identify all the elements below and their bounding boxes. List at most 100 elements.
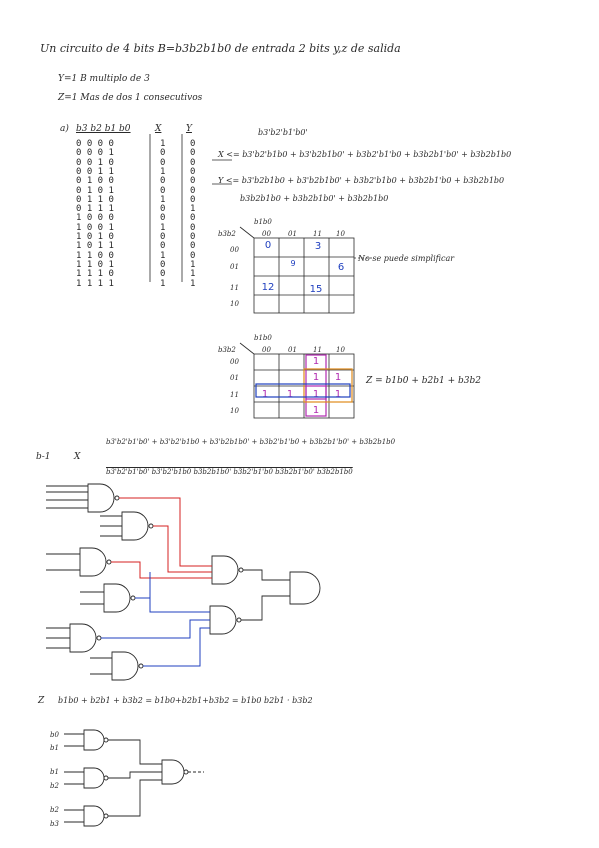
circuit-z-input: b0: [50, 731, 59, 739]
kmap1-cell-6: 6: [337, 262, 345, 273]
circuit-x-gates: [46, 483, 321, 681]
z-definition: Z=1 Mas de dos 1 consecutivos: [58, 93, 203, 103]
circuit-z-input: b3: [50, 820, 59, 828]
kmap1-col-01: 01: [288, 230, 297, 238]
kmap2-group-purple-2: [305, 385, 327, 417]
truth-table-bits: 1 0 1 0: [76, 232, 114, 242]
truth-table-x: 0: [160, 232, 166, 242]
circuit-z-gates: [64, 729, 204, 827]
equation-y-2: b3b2b1b0 + b3b2b1b0' + b3b2b1b0: [240, 194, 389, 203]
kmap1-row-01: 01: [230, 263, 239, 271]
kmap2-row-11: 11: [230, 391, 239, 399]
circuit-x-expression: b3'b2'b1'b0' + b3'b2'b1b0 + b3'b2b1b0' +…: [106, 438, 396, 446]
kmap1-grid: [239, 226, 372, 314]
kmap2-col-11: 11: [313, 346, 322, 354]
kmap2-one: 1: [334, 372, 342, 383]
kmap2-col-10: 10: [336, 346, 345, 354]
kmap1-note: No se puede simplificar: [358, 254, 455, 263]
truth-table-y: 0: [190, 232, 196, 242]
truth-table-x: 0: [160, 176, 166, 187]
truth-table-y: 0: [190, 241, 196, 252]
truth-table-y: 0: [190, 148, 196, 159]
circuit-z-input: b2: [50, 806, 59, 814]
truth-table-y: 1: [190, 204, 196, 215]
circuit-z-label: Z: [38, 696, 45, 706]
truth-table-bits: 0 1 0 1: [76, 185, 114, 196]
equation-y-1: Y <= b3'b2b1b0 + b3'b2b1b0' + b3b2'b1b0 …: [218, 176, 505, 185]
circuit-x-blue-wires: [101, 572, 210, 667]
kmap2-row-header: b3b2: [218, 346, 236, 354]
truth-table-x: 0: [160, 157, 166, 168]
circuit-x-label: b-1: [36, 452, 51, 462]
truth-table-y: 1: [190, 269, 196, 280]
truth-table-bits: 0 1 0 0: [76, 176, 114, 187]
truth-table-bits: 0 0 1 1: [76, 166, 114, 177]
truth-table-bits: 0 1 1 0: [76, 194, 114, 205]
truth-table-x: 1: [160, 139, 166, 149]
truth-table-x: 1: [160, 194, 166, 205]
kmap1-cell-12: 12: [261, 282, 275, 293]
equation-x: X <= b3'b2'b1b0 + b3'b2b1b0' + b3b2'b1'b…: [218, 150, 512, 159]
kmap1-cell-3: 3: [314, 241, 322, 252]
truth-table-header-bits: b3 b2 b1 b0: [76, 124, 131, 134]
kmap1-row-10: 10: [230, 300, 239, 308]
kmap1-row-00: 00: [230, 246, 239, 254]
kmap2-result: Z = b1b0 + b2b1 + b3b2: [366, 376, 481, 386]
circuit-x-negated-expression: b3'b2'b1'b0' b3'b2'b1b0 b3b2b1b0' b3b2'b…: [106, 468, 353, 476]
kmap2-one: 1: [312, 356, 320, 367]
kmap1-cell-9: 9: [290, 259, 296, 268]
truth-table-x: 0: [160, 259, 166, 270]
truth-table-x: 1: [160, 250, 166, 261]
kmap2-one: 1: [261, 389, 269, 400]
y-definition: Y=1 B multiplo de 3: [58, 74, 150, 84]
truth-table-y: 0: [190, 194, 196, 205]
truth-table-header-y: Y: [186, 124, 192, 134]
truth-table-bits: 1 0 1 1: [76, 241, 114, 252]
kmap1-col-header: b1b0: [254, 218, 272, 226]
truth-table-bits: 0 0 0 1: [76, 148, 114, 159]
truth-table-bits: 0 0 1 0: [76, 157, 114, 168]
equation-x-top: b3'b2'b1'b0': [258, 128, 308, 137]
circuit-z-expression: b1b0 + b2b1 + b3b2 = b1b0+b2b1+b3b2 = b1…: [58, 696, 313, 705]
kmap2-row-10: 10: [230, 407, 239, 415]
kmap2-col-00: 00: [262, 346, 271, 354]
kmap2-one: 1: [334, 389, 342, 400]
truth-table-header-x: X: [155, 124, 162, 134]
kmap2-col-header: b1b0: [254, 334, 272, 342]
circuit-z-input: b1: [50, 768, 59, 776]
truth-table-y: 0: [190, 222, 196, 233]
truth-table-y: 1: [190, 278, 196, 289]
truth-table-x: 1: [160, 278, 166, 289]
truth-table-x: 0: [160, 185, 166, 196]
kmap1-col-00: 00: [262, 230, 271, 238]
truth-table-y: 0: [190, 139, 196, 149]
truth-table-x: 0: [160, 213, 166, 224]
truth-table-bits: 1 0 0 0: [76, 213, 114, 224]
kmap1-row-header: b3b2: [218, 230, 236, 238]
truth-table-bits: 1 0 0 1: [76, 222, 114, 233]
circuit-x-output-label: X: [74, 452, 81, 462]
kmap2-group-purple: [305, 354, 327, 400]
truth-table-x: 1: [160, 166, 166, 177]
truth-table-x: 0: [160, 241, 166, 252]
truth-table-y: 0: [190, 213, 196, 224]
kmap2-one: 1: [312, 389, 320, 400]
kmap2-grid: [239, 342, 355, 419]
truth-table-bits: 0 1 1 1: [76, 204, 114, 215]
kmap2-group-blue: [255, 383, 351, 398]
truth-table-y: 0: [190, 166, 196, 177]
truth-table-x: 0: [160, 204, 166, 215]
circuit-x-red-wires: [111, 497, 212, 579]
kmap2-row-00: 00: [230, 358, 239, 366]
kmap2-col-01: 01: [288, 346, 297, 354]
kmap2-one: 1: [312, 372, 320, 383]
kmap1-row-11: 11: [230, 284, 239, 292]
truth-table-bits: 1 1 0 0: [76, 250, 114, 261]
truth-table-x: 0: [160, 269, 166, 280]
kmap1-col-10: 10: [336, 230, 345, 238]
truth-table-x: 1: [160, 222, 166, 233]
kmap2-group-orange: [303, 368, 353, 403]
section-label-a: a): [60, 124, 69, 134]
truth-table-bits: 0 0 0 0: [76, 139, 114, 149]
